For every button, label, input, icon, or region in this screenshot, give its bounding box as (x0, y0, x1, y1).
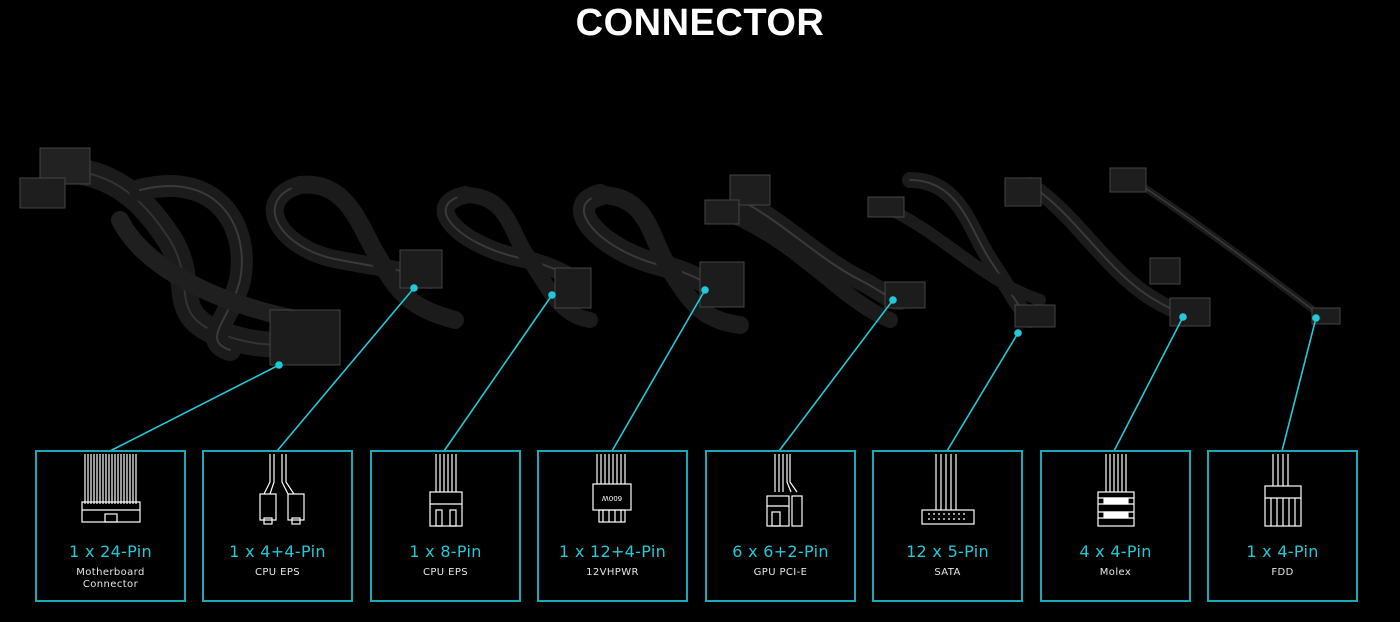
cable-24-pin (19, 147, 341, 366)
connector-description: Molex (1099, 567, 1132, 578)
connector-card-8-pin: 1 x 8-Pin CPU EPS (370, 450, 521, 602)
connector-description: Motherboard Connector (76, 567, 145, 590)
6-plus-2-pin-connector-icon (766, 454, 803, 527)
cable-sata (867, 172, 1056, 328)
leader-line-molex (1113, 316, 1184, 452)
connector-label: 1 x 4+4-Pin (229, 542, 326, 561)
cable-6-plus-2-pin (704, 174, 926, 328)
connector-description: CPU EPS (422, 567, 468, 578)
4-plus-4-pin-connector-icon (259, 454, 305, 525)
connector-card-24-pin: 1 x 24-Pin Motherboard Connector (35, 450, 186, 602)
page-title: CONNECTOR (575, 2, 825, 44)
leader-line-6-plus-2-pin (778, 299, 894, 452)
connector-description: FDD (1271, 567, 1294, 578)
leader-line-sata (946, 332, 1019, 452)
connector-card-fdd: 1 x 4-Pin FDD (1207, 450, 1358, 602)
24-pin-connector-icon (81, 454, 141, 523)
leader-line-4-plus-4-pin (276, 287, 415, 452)
connector-card-molex: 4 x 4-Pin Molex (1040, 450, 1191, 602)
leader-line-24-pin (109, 364, 280, 452)
12-plus-4-pin-connector-icon: 600W (592, 454, 632, 523)
connector-card-6-plus-2-pin: 6 x 6+2-Pin GPU PCI-E (705, 450, 856, 602)
leader-line-8-pin (443, 294, 553, 452)
connector-label: 1 x 12+4-Pin (558, 542, 667, 561)
connector-label: 1 x 24-Pin (69, 542, 152, 561)
connector-card-4-plus-4-pin: 1 x 4+4-Pin CPU EPS (202, 450, 353, 602)
connector-label: 6 x 6+2-Pin (732, 542, 829, 561)
cable-4-plus-4-pin (265, 175, 464, 329)
cable-12-plus-4-pin (573, 184, 749, 334)
connector-card-sata: 12 x 5-Pin SATA (872, 450, 1023, 602)
cable-8-pin (436, 186, 598, 328)
cable-molex (1004, 177, 1211, 327)
leader-line-fdd (1281, 317, 1317, 452)
connector-description: GPU PCI-E (753, 567, 808, 578)
connector-label: 12 x 5-Pin (906, 542, 989, 561)
connector-label: 1 x 8-Pin (409, 542, 482, 561)
sata-connector-icon (921, 454, 975, 525)
leader-line-12-plus-4-pin (611, 289, 706, 452)
connector-label: 4 x 4-Pin (1079, 542, 1152, 561)
connector-description: CPU EPS (254, 567, 300, 578)
8-pin-connector-icon (429, 454, 463, 527)
fdd-connector-icon (1264, 454, 1302, 527)
connector-card-12-plus-4-pin: 600W 1 x 12+4-Pin 12VHPWR (537, 450, 688, 602)
connector-description: SATA (934, 567, 961, 578)
leader-lines (109, 284, 1320, 452)
connector-icon-text: 600W (602, 494, 622, 502)
molex-connector-icon (1097, 454, 1135, 527)
connector-description: 12VHPWR (586, 567, 639, 578)
connector-label: 1 x 4-Pin (1246, 542, 1319, 561)
